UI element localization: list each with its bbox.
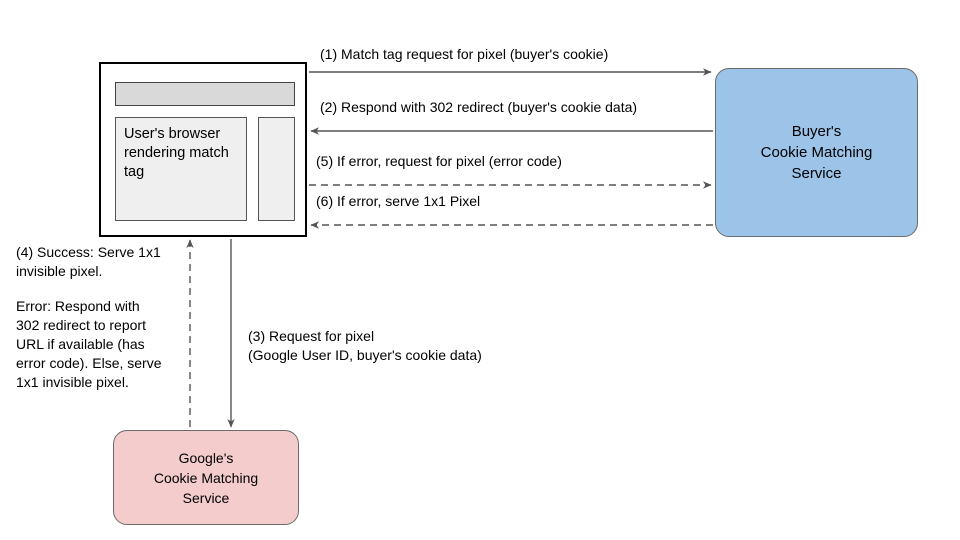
label-step5: (5) If error, request for pixel (error c… xyxy=(316,153,562,169)
label-step1: (1) Match tag request for pixel (buyer's… xyxy=(320,46,609,62)
browser-side-panel xyxy=(258,117,295,221)
google-cookie-matching-service-node: Google's Cookie Matching Service xyxy=(113,430,299,525)
browser-window: User's browser rendering match tag xyxy=(99,62,307,237)
browser-titlebar xyxy=(115,82,295,106)
label-step4-success: (4) Success: Serve 1x1 invisible pixel. xyxy=(16,244,161,279)
buyer-cookie-matching-service-node: Buyer's Cookie Matching Service xyxy=(715,68,918,237)
label-step6: (6) If error, serve 1x1 Pixel xyxy=(316,193,481,209)
browser-content-label: User's browser rendering match tag xyxy=(124,126,229,180)
label-step2: (2) Respond with 302 redirect (buyer's c… xyxy=(320,99,638,115)
browser-content-panel: User's browser rendering match tag xyxy=(115,117,247,221)
label-step4-error: Error: Respond with 302 redirect to repo… xyxy=(16,298,162,390)
label-step3: (3) Request for pixel (Google User ID, b… xyxy=(248,328,482,363)
